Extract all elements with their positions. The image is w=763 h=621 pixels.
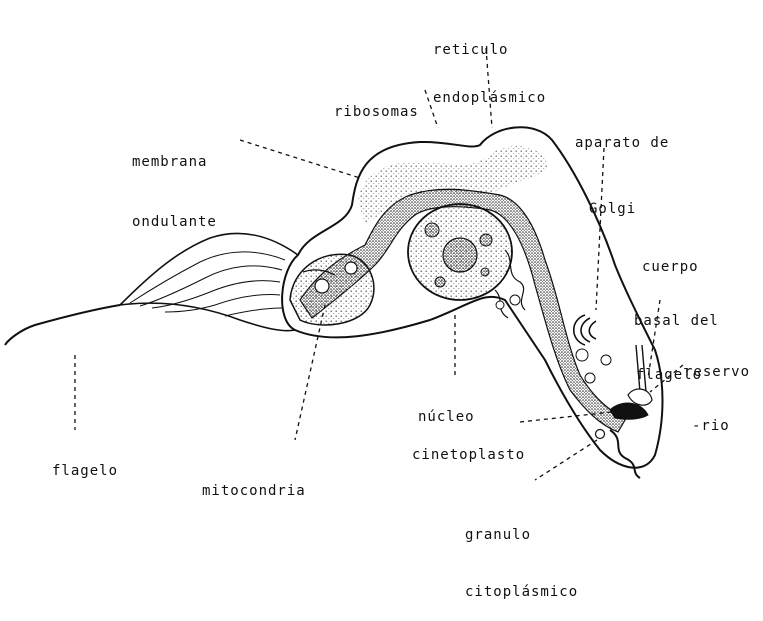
label-ribosomas: ribosomas	[334, 72, 419, 136]
flagellum	[5, 305, 120, 345]
label-cinetoplasto: cinetoplasto	[412, 415, 525, 479]
cytoplasmic-granule	[596, 430, 605, 439]
label-reticulo-endoplasmico: reticulo endoplásmico	[433, 10, 546, 122]
nucleolus	[443, 238, 477, 272]
label-reservorio: reservo -rio	[684, 327, 750, 453]
label-flagelo: flagelo	[52, 431, 118, 495]
label-membrana-ondulante: membrana ondulante	[132, 112, 217, 252]
label-mitocondria: mitocondria	[202, 451, 306, 515]
label-aparato-de-golgi: aparato de Golgi	[575, 88, 669, 242]
label-granulo-citoplasmico: granulo citoplásmico	[465, 488, 578, 621]
